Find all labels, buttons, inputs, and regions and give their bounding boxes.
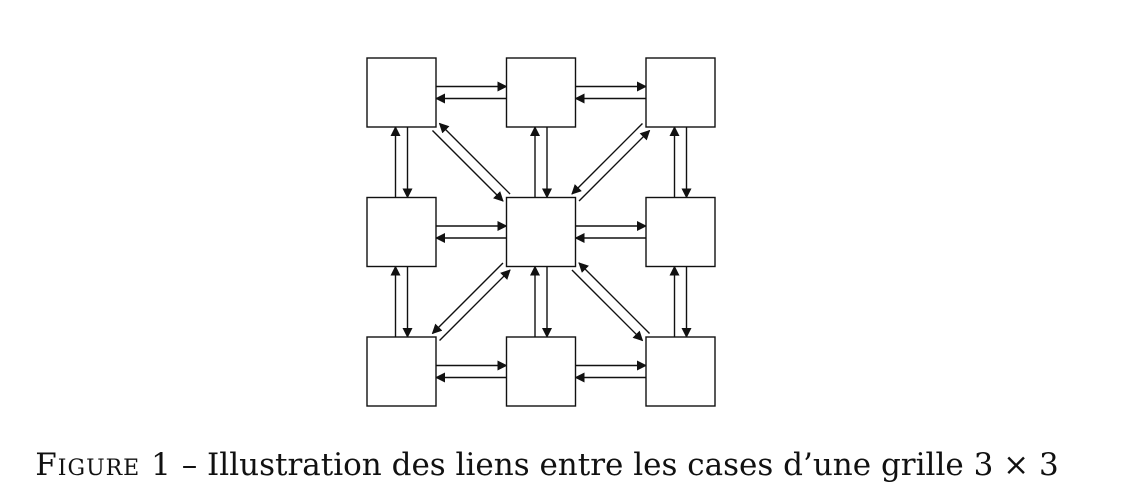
grid-cell-0-2 bbox=[645, 57, 716, 128]
grid-link-diagram bbox=[366, 57, 716, 407]
links-layer bbox=[390, 81, 692, 383]
grid-cell-2-0 bbox=[366, 336, 437, 407]
grid-cell-0-0 bbox=[366, 57, 437, 128]
grid-cell-1-2 bbox=[645, 196, 716, 268]
link-arrow-d-15-in bbox=[578, 262, 651, 334]
caption-text: Illustration des liens entre les cases d… bbox=[207, 447, 1059, 483]
caption-separator: – bbox=[181, 447, 198, 483]
link-arrow-d-14-in bbox=[439, 269, 511, 342]
figure-label: Figure 1 bbox=[35, 447, 172, 483]
link-arrow-d-13-out bbox=[578, 129, 651, 202]
nodes-layer bbox=[366, 57, 716, 407]
grid-cell-2-2 bbox=[645, 336, 716, 407]
grid-cell-2-1 bbox=[505, 336, 577, 407]
grid-cell-1-0 bbox=[366, 196, 437, 268]
grid-cell-0-1 bbox=[505, 57, 577, 128]
grid-cell-1-1 bbox=[505, 196, 577, 268]
link-arrow-d-12-out bbox=[438, 122, 511, 195]
link-arrow-d-12-in bbox=[431, 130, 504, 202]
link-arrow-d-15-out bbox=[571, 269, 644, 342]
link-arrow-d-14-out bbox=[431, 262, 504, 335]
link-arrow-d-13-in bbox=[571, 122, 643, 195]
figure-caption: Figure 1 – Illustration des liens entre … bbox=[0, 447, 1094, 483]
